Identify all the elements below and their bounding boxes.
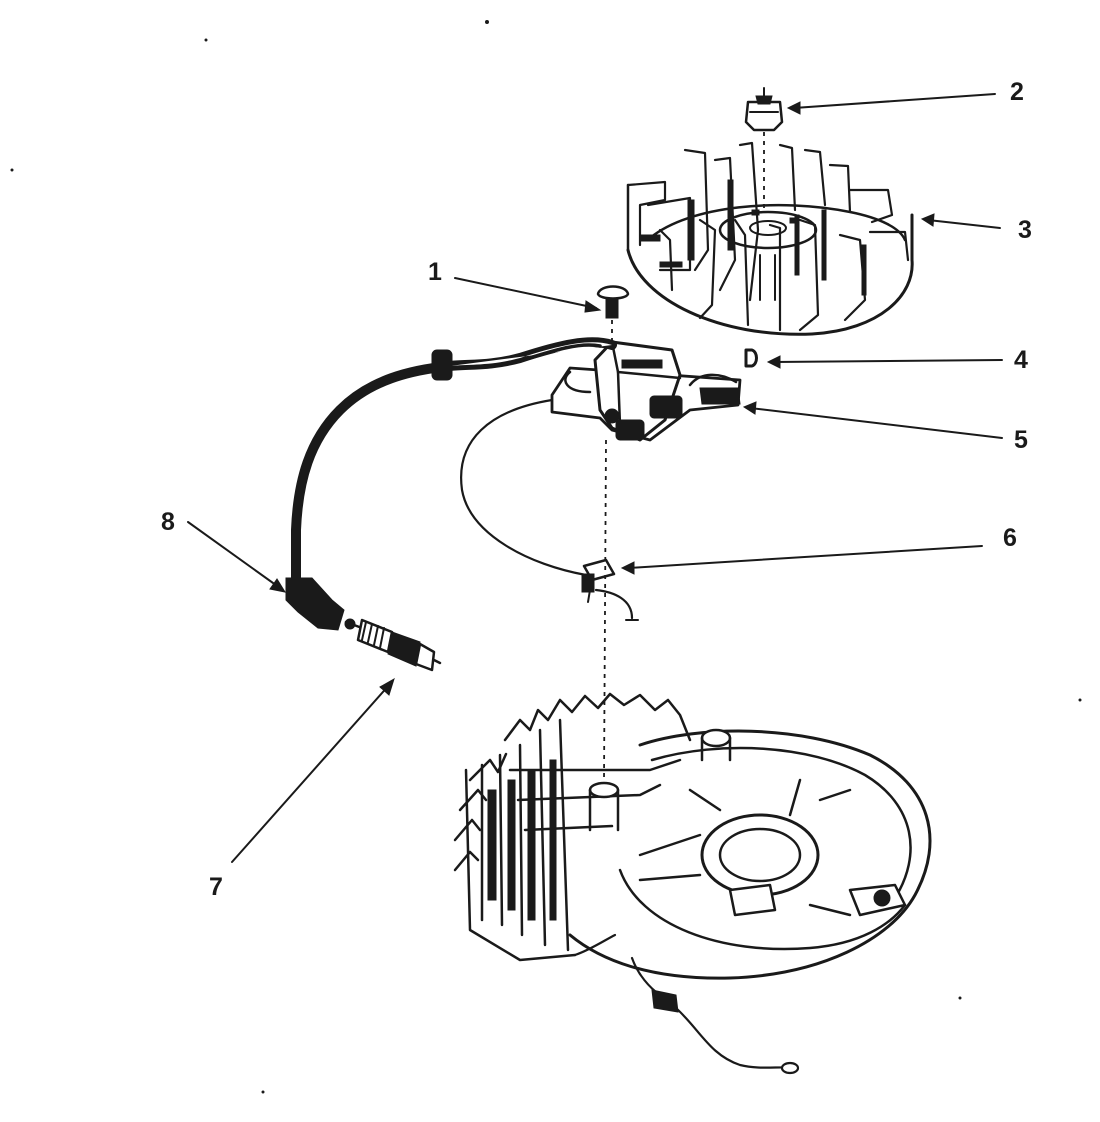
callout-4: 4 <box>1014 346 1028 374</box>
leader-line-3 <box>920 213 1001 229</box>
scan-specks <box>10 20 1082 1094</box>
flywheel-nut <box>744 87 784 210</box>
leader-line-7 <box>231 677 395 863</box>
assembly-centerline <box>603 439 607 781</box>
coil-screw <box>596 285 630 345</box>
engine-block <box>453 692 932 1075</box>
callout-3: 3 <box>1018 216 1032 244</box>
callout-5: 5 <box>1014 426 1028 454</box>
callout-2: 2 <box>1010 78 1024 106</box>
spark-plug <box>344 618 442 672</box>
callout-1: 1 <box>428 258 442 286</box>
leader-line-2 <box>786 93 996 115</box>
flywheel-key <box>744 348 758 368</box>
flywheel <box>626 141 914 336</box>
leader-lines <box>187 93 1003 863</box>
leader-line-6 <box>620 545 983 575</box>
ground-wire-and-clip <box>460 398 639 621</box>
callout-6: 6 <box>1003 524 1017 552</box>
leader-line-1 <box>454 277 602 313</box>
spark-plug-boot-and-lead <box>285 337 617 631</box>
callout-7: 7 <box>209 873 223 901</box>
ignition-coil <box>550 340 742 442</box>
callout-labels: 1 2 3 4 5 6 7 8 <box>161 78 1032 901</box>
leader-line-4 <box>766 355 1003 369</box>
leader-line-8 <box>187 521 287 593</box>
callout-8: 8 <box>161 508 175 536</box>
leader-line-5 <box>742 401 1003 439</box>
